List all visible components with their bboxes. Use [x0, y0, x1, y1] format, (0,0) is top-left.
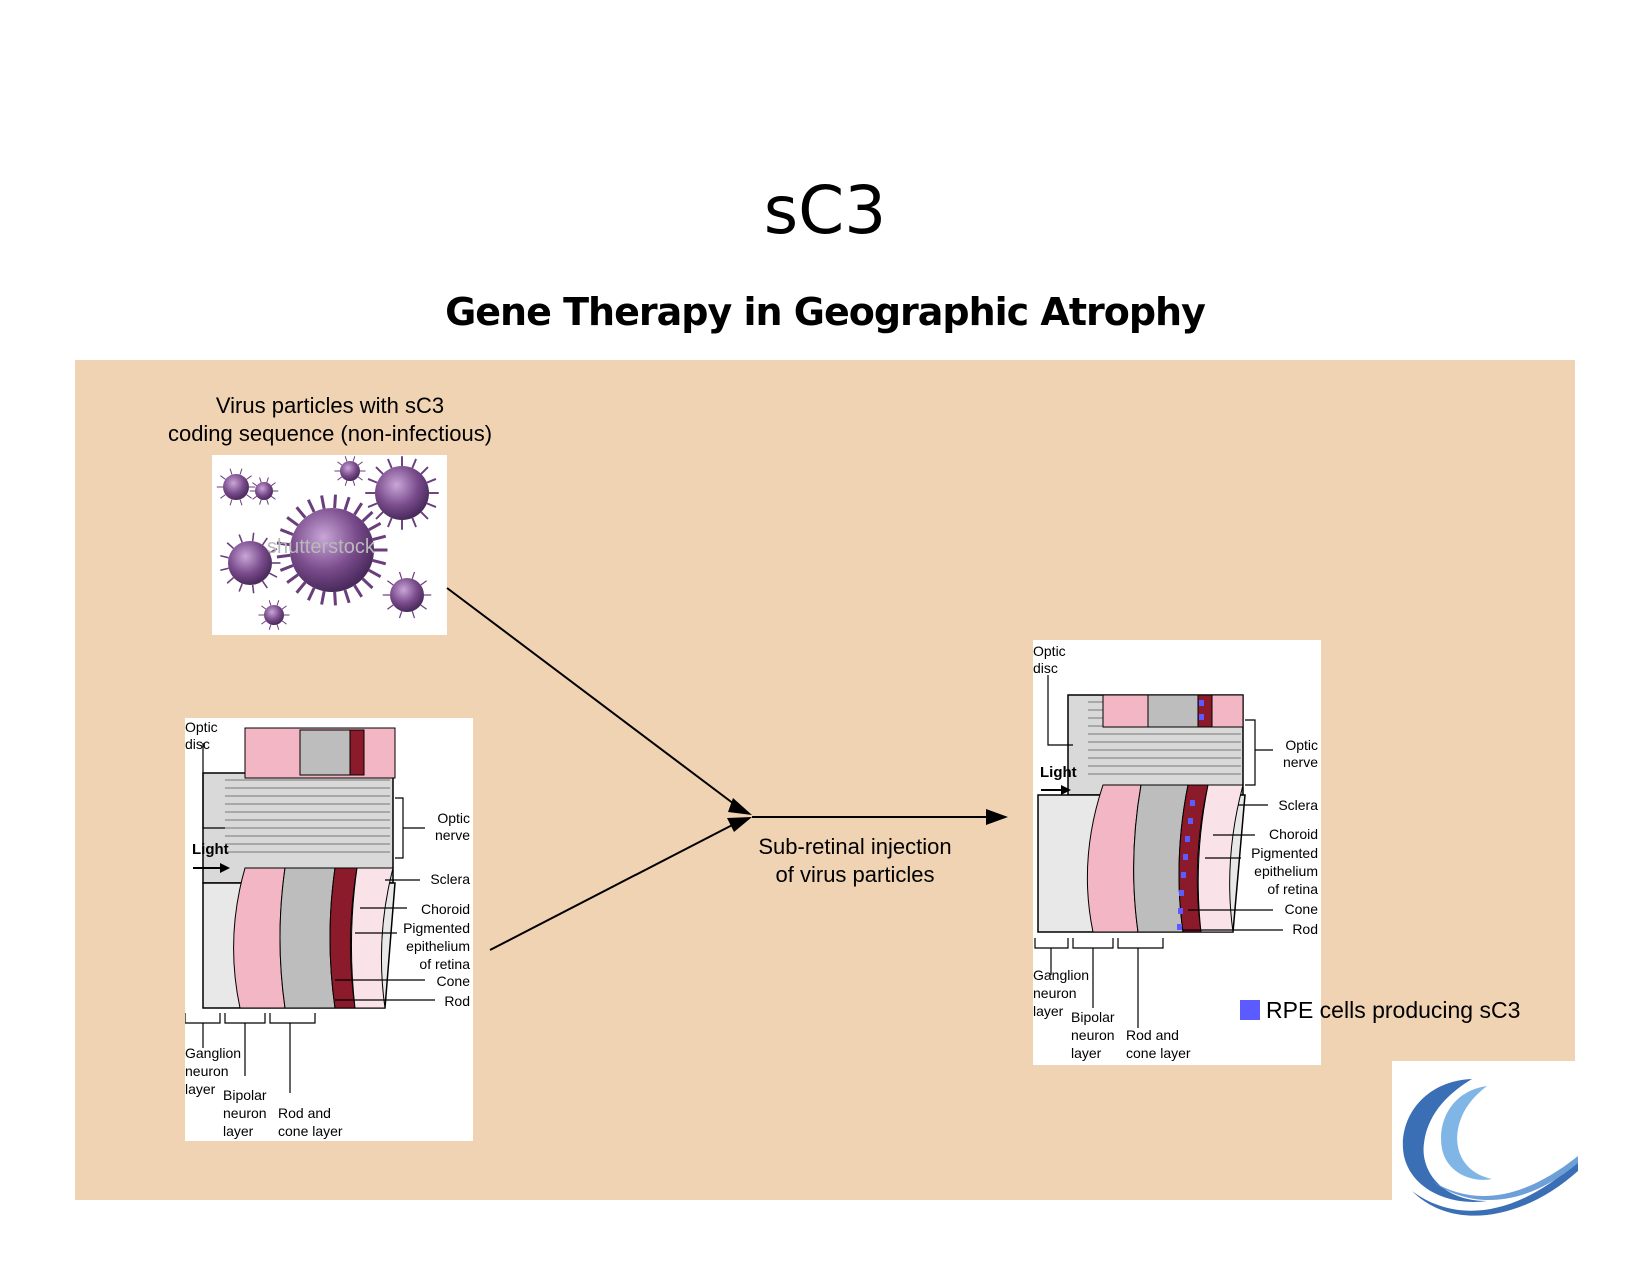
- wave-logo: [1392, 1061, 1578, 1226]
- label-light-after: Light: [1040, 764, 1077, 781]
- retina-before-image: Optic disc Light Optic nerve Sclera Chor…: [184, 718, 473, 1141]
- label-optic-disc-1-after: Optic: [1033, 643, 1066, 659]
- legend-label: RPE cells producing sC3: [1266, 997, 1521, 1023]
- legend: RPE cells producing sC3: [1240, 997, 1520, 1024]
- label-rpe-3: of retina: [419, 956, 470, 972]
- label-bipolar-3-after: layer: [1071, 1045, 1102, 1061]
- virus-particle: [216, 468, 256, 506]
- label-bipolar-2: neuron: [223, 1105, 267, 1121]
- virus-particle: [220, 532, 281, 594]
- label-rod-after: Rod: [1292, 921, 1318, 937]
- retina-after-image: Optic disc Light Optic nerve Sclera Chor…: [1033, 640, 1321, 1065]
- label-bipolar-3: layer: [223, 1123, 254, 1139]
- virus-particle: [334, 456, 366, 486]
- virus-caption-line1: Virus particles with sC3: [215, 393, 445, 418]
- virus-caption: Virus particles with sC3 coding sequence…: [150, 392, 510, 448]
- injection-caption-line2: of virus particles: [775, 862, 935, 887]
- label-rod: Rod: [444, 993, 470, 1009]
- watermark-text: shutterstock: [267, 536, 376, 558]
- virus-particle: [258, 600, 290, 630]
- label-sclera: Sclera: [430, 871, 470, 887]
- label-ganglion-3-after: layer: [1033, 1003, 1064, 1019]
- label-bipolar-1-after: Bipolar: [1071, 1009, 1115, 1025]
- label-optic-nerve-1-after: Optic: [1285, 737, 1318, 753]
- label-sclera-after: Sclera: [1278, 797, 1318, 813]
- wave-logo-icon: [1402, 1079, 1578, 1216]
- label-ganglion-1-after: Ganglion: [1033, 967, 1089, 983]
- label-choroid: Choroid: [421, 901, 470, 917]
- label-optic-disc-1: Optic: [185, 719, 218, 735]
- label-rpe-3-after: of retina: [1267, 881, 1318, 897]
- label-ganglion-2-after: neuron: [1033, 985, 1077, 1001]
- label-optic-nerve-2-after: nerve: [1283, 754, 1318, 770]
- label-cone: Cone: [437, 973, 471, 989]
- label-ganglion-2: neuron: [185, 1063, 229, 1079]
- virus-caption-line2: coding sequence (non-infectious): [167, 421, 493, 446]
- label-choroid-after: Choroid: [1269, 826, 1318, 842]
- retina-before-diagram: Optic disc Light Optic nerve Sclera Chor…: [184, 719, 471, 1139]
- virus-particle: [382, 571, 432, 619]
- label-cone-after: Cone: [1285, 901, 1319, 917]
- label-optic-nerve-1: Optic: [437, 810, 470, 826]
- virus-particle: [276, 494, 388, 606]
- virus-particle: [249, 477, 279, 505]
- virus-particle: [365, 456, 439, 530]
- label-rpe-2: epithelium: [406, 938, 470, 954]
- label-bipolar-1: Bipolar: [223, 1087, 267, 1103]
- label-rpe-1-after: Pigmented: [1251, 845, 1318, 861]
- label-rodcone-2: cone layer: [278, 1123, 343, 1139]
- slide-title: sC3: [763, 172, 887, 249]
- label-optic-disc-2: disc: [185, 736, 210, 752]
- label-rpe-1: Pigmented: [403, 920, 470, 936]
- slide-subtitle: Gene Therapy in Geographic Atrophy: [445, 290, 1206, 334]
- retina-after-diagram: Optic disc Light Optic nerve Sclera Chor…: [1033, 643, 1319, 1061]
- label-optic-nerve-2: nerve: [435, 827, 470, 843]
- label-ganglion-3: layer: [185, 1081, 216, 1097]
- virus-image: shutterstock: [212, 455, 447, 635]
- label-ganglion-1: Ganglion: [185, 1045, 241, 1061]
- label-bipolar-2-after: neuron: [1071, 1027, 1115, 1043]
- legend-swatch: [1240, 1000, 1260, 1020]
- virus-particles-illustration: shutterstock: [216, 456, 439, 630]
- injection-caption-line1: Sub-retinal injection: [758, 834, 952, 859]
- label-rodcone-1: Rod and: [278, 1105, 331, 1121]
- label-rpe-2-after: epithelium: [1254, 863, 1318, 879]
- label-light: Light: [192, 841, 229, 858]
- label-rodcone-1-after: Rod and: [1126, 1027, 1179, 1043]
- label-optic-disc-2-after: disc: [1033, 660, 1058, 676]
- injection-caption: Sub-retinal injection of virus particles: [720, 833, 990, 889]
- label-rodcone-2-after: cone layer: [1126, 1045, 1191, 1061]
